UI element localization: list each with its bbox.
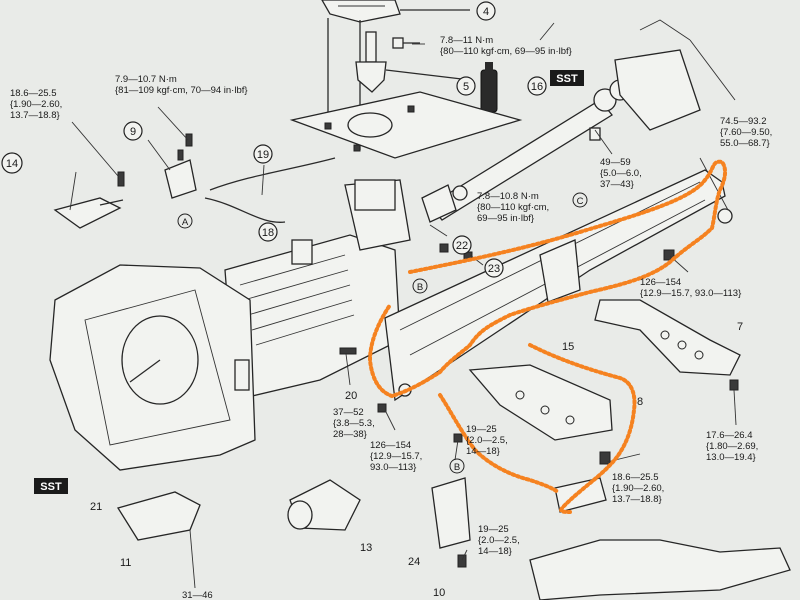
callout-5: 5 bbox=[456, 76, 476, 96]
differential-hanger bbox=[589, 19, 736, 141]
part-number-11: 11 bbox=[120, 557, 131, 569]
starter-motor bbox=[287, 479, 361, 531]
torque-spec-prop-flange: 49—59{5.0—6.0,37—43} bbox=[600, 157, 642, 190]
svg-text:SST: SST bbox=[40, 481, 62, 493]
torque-spec-bracket-7: 17.6—26.4{1.80—2.69,13.0—19.4} bbox=[706, 430, 758, 463]
torque-spec-prop-support: 7.8—10.8 N·m{80—110 kgf·cm,69—95 in·lbf} bbox=[477, 191, 549, 224]
harness-19 bbox=[204, 157, 336, 223]
sst-label-left: SST bbox=[34, 478, 68, 494]
svg-text:19—25{2.0—2.5,14—18}: 19—25{2.0—2.5,14—18} bbox=[466, 424, 508, 457]
torque-spec-ppf-rear: 126—154{12.9—15.7, 93.0—113} bbox=[640, 277, 741, 299]
torque-spec-diff-mount: 74.5—93.2{7.60—9.50,55.0—68.7} bbox=[720, 116, 772, 149]
svg-text:49—59{5.0—6.0,37—43}: 49—59{5.0—6.0,37—43} bbox=[600, 157, 642, 190]
bracket-7 bbox=[594, 299, 741, 376]
part-number-24: 24 bbox=[408, 556, 420, 568]
leader-lines bbox=[69, 22, 737, 589]
callout-18: 18 bbox=[258, 222, 278, 242]
callout-4: 4 bbox=[476, 1, 496, 21]
callout-14-number: 14 bbox=[6, 158, 18, 170]
callout-4-number: 4 bbox=[483, 6, 489, 18]
clutch-release-fork bbox=[53, 197, 124, 229]
torque-spec-bracket-9: 7.9—10.7 N·m{81—109 kgf·cm, 70—94 in·lbf… bbox=[115, 74, 248, 96]
callout-22: 22 bbox=[452, 235, 472, 255]
callout-16-number: 16 bbox=[531, 81, 543, 93]
shift-lever-assembly bbox=[355, 31, 471, 93]
callout-9-number: 9 bbox=[130, 126, 136, 138]
clutch-housing bbox=[49, 264, 256, 471]
transmission-top-cover bbox=[289, 91, 523, 159]
callout-23-number: 23 bbox=[488, 263, 500, 275]
callout-22-number: 22 bbox=[456, 240, 468, 252]
svg-text:19—25{2.0—2.5,14—18}: 19—25{2.0—2.5,14—18} bbox=[478, 524, 520, 557]
sst-label-top: SST bbox=[550, 70, 584, 86]
part-number-7: 7 bbox=[737, 321, 743, 333]
svg-text:31—46: 31—46 bbox=[182, 590, 213, 600]
svg-text:C: C bbox=[577, 196, 584, 207]
torque-spec-bracket-8: 18.6—25.5{1.90—2.60,13.7—18.8} bbox=[612, 472, 664, 505]
ref-letter-a: A bbox=[177, 213, 193, 229]
callout-16: 16 bbox=[527, 76, 547, 96]
callout-9: 9 bbox=[123, 121, 143, 141]
part-number-15: 15 bbox=[562, 341, 574, 353]
svg-text:A: A bbox=[182, 217, 189, 228]
torque-spec-bolt-20: 37—52{3.8—5.3,28—38} bbox=[333, 407, 375, 440]
bracket-8 bbox=[468, 364, 613, 441]
part-number-8: 8 bbox=[637, 396, 643, 408]
svg-text:126—154{12.9—15.7,93.0—113}: 126—154{12.9—15.7,93.0—113} bbox=[370, 440, 422, 473]
svg-text:7.8—11 N·m{80—110 kgf·cm, 69—9: 7.8—11 N·m{80—110 kgf·cm, 69—95 in·lbf} bbox=[440, 35, 572, 57]
callout-23: 23 bbox=[484, 258, 504, 278]
bracket-11 bbox=[116, 491, 201, 541]
svg-text:7.9—10.7 N·m{81—109 kgf·cm, 70: 7.9—10.7 N·m{81—109 kgf·cm, 70—94 in·lbf… bbox=[115, 74, 248, 96]
svg-text:37—52{3.8—5.3,28—38}: 37—52{3.8—5.3,28—38} bbox=[333, 407, 375, 440]
callout-19-number: 19 bbox=[257, 149, 269, 161]
callout-18-number: 18 bbox=[262, 227, 274, 239]
svg-text:17.6—26.4{1.80—2.69,13.0—19.4}: 17.6—26.4{1.80—2.69,13.0—19.4} bbox=[706, 430, 758, 463]
svg-text:SST: SST bbox=[556, 73, 578, 85]
svg-text:18.6—25.5{1.90—2.60,13.7—18.8}: 18.6—25.5{1.90—2.60,13.7—18.8} bbox=[10, 88, 62, 121]
bracket-9 bbox=[164, 149, 197, 199]
part-number-21: 21 bbox=[90, 501, 102, 513]
svg-text:B: B bbox=[454, 462, 460, 473]
svg-text:74.5—93.2{7.60—9.50,55.0—68.7}: 74.5—93.2{7.60—9.50,55.0—68.7} bbox=[720, 116, 772, 149]
svg-text:7.8—10.8 N·m{80—110 kgf·cm,69—: 7.8—10.8 N·m{80—110 kgf·cm,69—95 in·lbf} bbox=[477, 191, 549, 224]
torque-spec-insulator: 19—25{2.0—2.5,14—18} bbox=[478, 524, 520, 557]
heat-insulator-24 bbox=[431, 477, 471, 549]
sealant-bottle bbox=[480, 62, 498, 113]
part-number-10: 10 bbox=[433, 587, 445, 599]
svg-text:126—154{12.9—15.7, 93.0—113}: 126—154{12.9—15.7, 93.0—113} bbox=[640, 277, 741, 299]
torque-spec-bracket-mid: 19—25{2.0—2.5,14—18} bbox=[466, 424, 508, 457]
torque-spec-clutch-bolt: 18.6—25.5{1.90—2.60,13.7—18.8} bbox=[10, 88, 62, 121]
torque-spec-shift-lever: 7.8—11 N·m{80—110 kgf·cm, 69—95 in·lbf} bbox=[440, 35, 572, 57]
ref-letter-c: C bbox=[572, 192, 588, 208]
callout-19: 19 bbox=[253, 144, 273, 164]
torque-spec-bracket-11: 31—46 bbox=[182, 590, 213, 600]
part-number-13: 13 bbox=[360, 542, 372, 554]
callout-5-number: 5 bbox=[463, 81, 469, 93]
torque-spec-ppf-front: 126—154{12.9—15.7,93.0—113} bbox=[370, 440, 422, 473]
svg-text:B: B bbox=[417, 282, 423, 293]
ref-letter-b-upper: B bbox=[412, 278, 428, 294]
bolts bbox=[117, 133, 739, 568]
part-number-20: 20 bbox=[345, 390, 357, 402]
propeller-shaft bbox=[421, 79, 631, 223]
transmission-case bbox=[224, 179, 411, 401]
svg-text:18.6—25.5{1.90—2.60,13.7—18.8}: 18.6—25.5{1.90—2.60,13.7—18.8} bbox=[612, 472, 664, 505]
callout-14: 14 bbox=[1, 152, 23, 174]
ref-letter-b-lower: B bbox=[449, 458, 465, 474]
orange-highlight-trace bbox=[367, 159, 728, 514]
